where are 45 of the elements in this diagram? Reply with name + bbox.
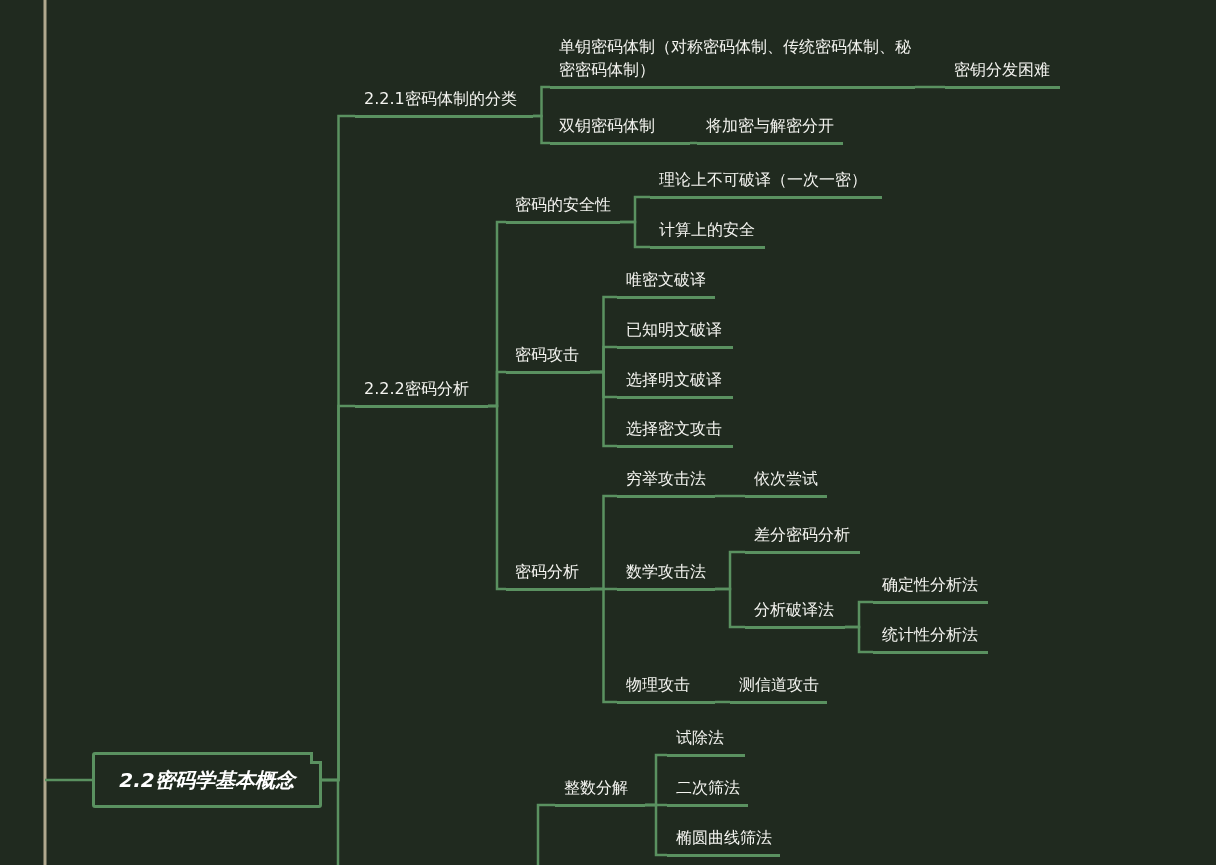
branch-topic: 依次尝试 bbox=[745, 466, 827, 498]
branch-topic: 密码的安全性 bbox=[506, 192, 620, 224]
branch-topic: 唯密文破译 bbox=[617, 267, 715, 299]
connector-line bbox=[915, 85, 945, 89]
branch-topic: 椭圆曲线筛法 bbox=[667, 825, 780, 857]
branch-topic: 测信道攻击 bbox=[730, 672, 827, 704]
branch-topic: 确定性分析法 bbox=[873, 572, 988, 604]
connector-line bbox=[715, 494, 745, 498]
branch-topic: 已知明文破译 bbox=[617, 317, 733, 349]
connector-line bbox=[690, 141, 697, 145]
connector-line bbox=[45, 778, 92, 782]
branch-topic: 双钥密码体制 bbox=[550, 113, 690, 145]
branch-topic: 单钥密码体制（对称密码体制、传统密码体制、秘密密码体制） bbox=[550, 34, 915, 89]
connector-line bbox=[590, 587, 617, 704]
connector-line bbox=[715, 587, 745, 629]
branch-topic: 计算上的安全 bbox=[650, 217, 765, 249]
branch-topic: 密钥分发困难 bbox=[945, 57, 1060, 89]
branch-topic: 分析破译法 bbox=[745, 597, 845, 629]
branch-topic: 2.2.2密码分析 bbox=[355, 376, 488, 408]
branch-topic: 差分密码分析 bbox=[745, 522, 860, 554]
connector-line bbox=[488, 404, 506, 591]
branch-topic: 穷举攻击法 bbox=[617, 466, 715, 498]
branch-topic: 将加密与解密分开 bbox=[697, 113, 843, 145]
branch-topic: 选择明文破译 bbox=[617, 367, 733, 399]
branch-topic: 整数分解 bbox=[555, 775, 645, 807]
connector-line bbox=[590, 370, 617, 448]
connector-line bbox=[322, 778, 340, 865]
branch-topic: 物理攻击 bbox=[617, 672, 715, 704]
branch-topic: 2.2.1密码体制的分类 bbox=[355, 86, 533, 118]
branch-topic: 理论上不可破译（一次一密） bbox=[650, 167, 882, 199]
branch-topic: 二次筛法 bbox=[667, 775, 748, 807]
topic-title: 2.2密码学基本概念 bbox=[119, 766, 295, 794]
connector-line bbox=[536, 803, 555, 865]
branch-topic: 密码分析 bbox=[506, 559, 590, 591]
branch-topic: 数学攻击法 bbox=[617, 559, 715, 591]
connector-line bbox=[645, 803, 667, 857]
connector-line bbox=[715, 700, 730, 704]
connector-line bbox=[533, 114, 550, 145]
branch-topic: 选择密文攻击 bbox=[617, 416, 733, 448]
branch-topic: 密码攻击 bbox=[506, 342, 590, 374]
topic-box bbox=[92, 752, 322, 808]
connector-line bbox=[620, 220, 650, 249]
branch-topic: 试除法 bbox=[667, 725, 745, 757]
connector-line bbox=[845, 625, 873, 654]
branch-topic: 统计性分析法 bbox=[873, 622, 988, 654]
